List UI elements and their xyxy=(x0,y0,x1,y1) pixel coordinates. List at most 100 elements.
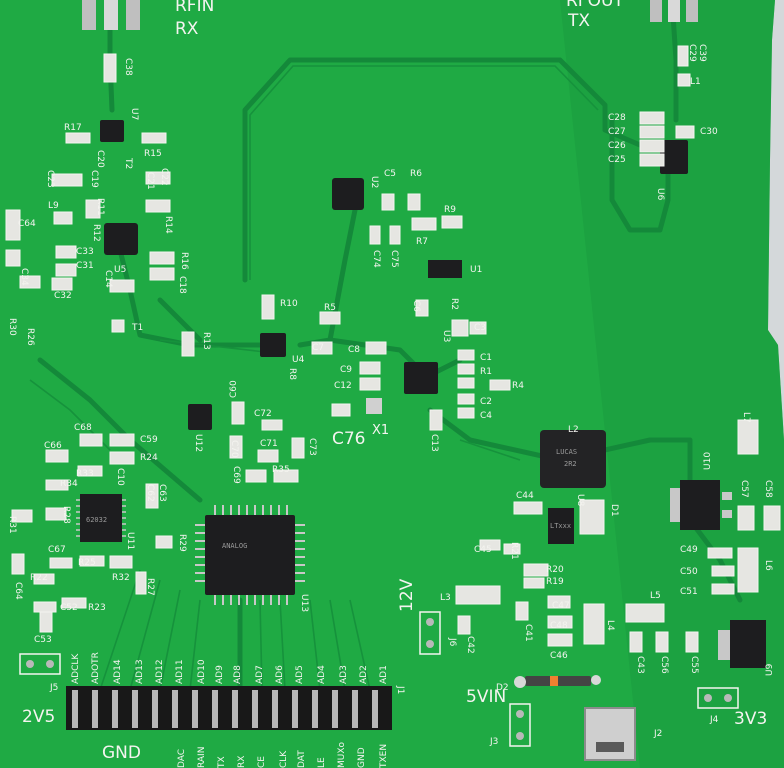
designator: C66 xyxy=(44,441,62,451)
pin-label: AD3 xyxy=(339,665,349,684)
ic-u2 xyxy=(332,178,364,210)
designator: C62 xyxy=(145,484,155,502)
designator: R24 xyxy=(140,453,158,463)
designator: R32 xyxy=(112,573,130,583)
ic-u3 xyxy=(404,362,438,394)
regulator-u10 xyxy=(670,480,732,530)
designator: C10 xyxy=(115,468,125,486)
header-pin-labels: ADCLK ADOTR AD14 AD13 AD12 AD11 AD10 AD9… xyxy=(71,652,389,684)
label-c76: C76 xyxy=(332,429,366,449)
designator: C30 xyxy=(700,127,718,137)
designator: C8 xyxy=(348,345,360,355)
designator: R34 xyxy=(60,479,78,489)
ic-u1 xyxy=(428,260,462,278)
pin-label: GND xyxy=(357,747,367,768)
pin-label: AD4 xyxy=(317,665,327,684)
designator: C20 xyxy=(95,150,105,168)
designator: R33 xyxy=(76,469,94,479)
designator: J5 xyxy=(49,683,58,693)
pin-label: AD12 xyxy=(155,659,165,684)
label-tx: TX xyxy=(567,11,590,31)
designator: R27 xyxy=(145,578,155,596)
designator: C60 xyxy=(229,380,239,398)
designator: C2 xyxy=(480,397,492,407)
designator: L6 xyxy=(763,560,773,571)
designator: U2 xyxy=(369,176,379,188)
designator: C6 xyxy=(411,300,421,312)
ic-u13: ANALOG xyxy=(195,505,305,605)
designator: J2 xyxy=(653,729,662,739)
pin-label: AD7 xyxy=(255,665,265,684)
header-pin-labels-bottom: DAC RAIN TX RX CE CLK DAT LE MUXo GND TX… xyxy=(177,741,389,768)
designator: C41 xyxy=(523,624,533,642)
pin-label: AD11 xyxy=(175,659,185,684)
designator: R16 xyxy=(179,252,189,270)
designators: C38 U7 R17 R15 C20 T2 C23 C19 C22 C21 L9… xyxy=(7,44,775,747)
pin-label: AD1 xyxy=(379,665,389,684)
designator: R5 xyxy=(324,303,336,313)
designator: C32 xyxy=(54,291,72,301)
pin-label: TX xyxy=(217,756,227,768)
ic-u11: 62032 xyxy=(76,494,126,542)
pin-label: CLK xyxy=(279,750,289,768)
designator: L1 xyxy=(690,77,701,87)
l2-marking-2: 2R2 xyxy=(564,460,577,468)
label-5vin: 5VIN xyxy=(466,687,506,707)
designator: R29 xyxy=(177,534,187,552)
micro-usb-j2 xyxy=(584,707,636,761)
designator: R25 xyxy=(78,558,96,568)
pin-label: RX xyxy=(237,756,247,768)
designator: C39 xyxy=(697,44,707,62)
designator: R17 xyxy=(64,123,82,133)
pin-label: AD14 xyxy=(113,659,123,684)
designator: J6 xyxy=(447,637,457,647)
designator: C14 xyxy=(103,270,113,288)
label-2v5: 2V5 xyxy=(22,707,55,727)
l2-marking-1: LUCAS xyxy=(556,448,577,456)
sma-connector-rfin xyxy=(82,0,140,30)
pin-label: MUXo xyxy=(337,741,347,768)
designator: R26 xyxy=(25,328,35,346)
designator: C50 xyxy=(680,567,698,577)
pin-label: DAC xyxy=(177,749,187,768)
designator: C9 xyxy=(340,365,352,375)
designator: R22 xyxy=(30,573,48,583)
designator: R6 xyxy=(410,169,422,179)
designator: C53 xyxy=(34,635,52,645)
designator: C56 xyxy=(659,656,669,674)
ic-u4 xyxy=(260,333,286,357)
designator: R14 xyxy=(163,216,173,234)
designator: C71 xyxy=(260,439,278,449)
designator: C18 xyxy=(177,276,187,294)
designator: R1 xyxy=(480,367,492,377)
sma-connector-rfout xyxy=(650,0,698,22)
designator: C44 xyxy=(516,491,534,501)
u13-marking: ANALOG xyxy=(222,542,247,550)
crystal-x1 xyxy=(366,398,382,414)
designator: C22 xyxy=(159,168,169,186)
pin-label: RAIN xyxy=(197,747,207,768)
designator: C25 xyxy=(608,155,626,165)
designator: R7 xyxy=(416,237,428,247)
ic-u6 xyxy=(660,140,688,174)
designator: R10 xyxy=(280,299,298,309)
designator: C38 xyxy=(123,58,133,76)
designator: C47 xyxy=(552,601,570,611)
designator: R28 xyxy=(61,506,71,524)
designator: L3 xyxy=(440,593,451,603)
designator: C59 xyxy=(140,435,158,445)
ic-u12 xyxy=(188,404,212,430)
designator: U6 xyxy=(655,188,665,201)
designator: R31 xyxy=(7,516,17,534)
designator: C42 xyxy=(465,636,475,654)
designator: U13 xyxy=(299,594,309,612)
designator: U8 xyxy=(575,494,585,507)
designator: C70 xyxy=(229,440,239,458)
designator: L2 xyxy=(568,425,579,435)
designator: C34 xyxy=(19,268,29,286)
designator: R2 xyxy=(449,298,459,310)
ic-u8: LTxxx xyxy=(548,508,574,544)
designator: C49 xyxy=(680,545,698,555)
ic-u7 xyxy=(100,120,124,142)
